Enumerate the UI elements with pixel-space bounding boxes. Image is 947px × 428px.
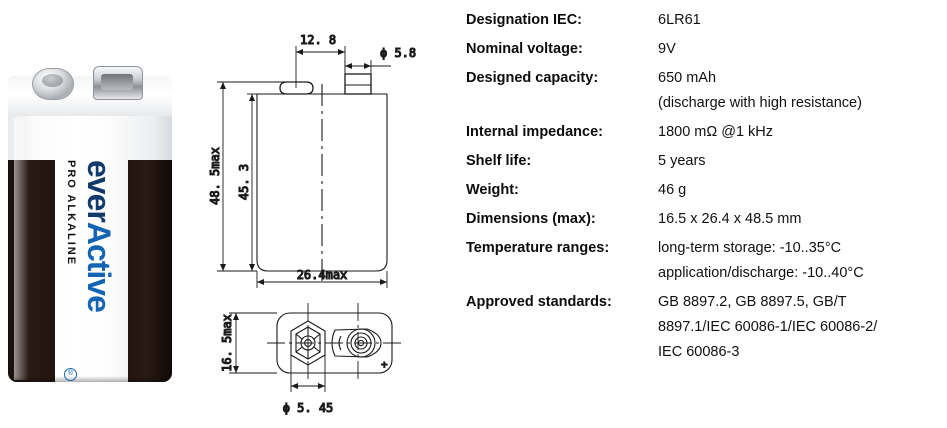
dimension-body-width [256,271,388,288]
spec-label: Designed capacity: [466,70,599,86]
spec-row-dimensions: Dimensions (max): 16.5 x 26.4 x 48.5 mm [466,207,947,232]
spec-row-designed-capacity-note: (discharge with high resistance) [466,91,947,116]
battery-body: everActive PRO ALKALINE ® [8,76,172,382]
front-view-outline [256,93,388,272]
battery-photo: everActive PRO ALKALINE ® [8,66,172,382]
brand-subtitle: PRO ALKALINE [65,160,77,267]
spec-value-note: (discharge with high resistance) [658,95,862,111]
spec-row-weight: Weight: 46 g [466,178,947,203]
bottom-view-polarity-marker: + [381,358,388,371]
bottom-view-positive-terminal [331,328,382,358]
spec-label: Internal impedance: [466,124,603,140]
dimension-bottom-depth [229,312,277,374]
spec-label: Temperature ranges: [466,240,610,256]
spec-row-approved-standards: Approved standards: GB 8897.2, GB 8897.5… [466,290,947,315]
spec-label: Approved standards: [466,294,612,310]
spec-value-line3: IEC 60086-3 [658,344,740,360]
dimension-bottom-depth-label: 16. 5max [220,314,234,372]
spec-value: 46 g [658,182,687,198]
spec-value: 650 mAh [658,70,717,86]
dimension-terminal-diameter-label: ϕ 5.8 [380,46,416,60]
bottom-view-centerlines [267,303,402,383]
spec-row-designed-capacity: Designed capacity: 650 mAh [466,66,947,91]
battery-bottom-shadow [8,376,172,382]
battery-gloss-highlight [14,118,29,380]
dimension-body-height [247,93,257,272]
spec-value-line2: 8897.1/IEC 60086-1/IEC 60086-2/ [658,319,878,335]
spec-value-line2: application/discharge: -10..40°C [658,265,864,281]
spec-value: 6LR61 [658,12,701,28]
spec-row-designation: Designation IEC: 6LR61 [466,8,947,33]
spec-value: long-term storage: -10..35°C [658,240,842,256]
technical-drawing-svg: 12. 8 ϕ 5.8 48. 5max 45. 3 [207,32,416,415]
spec-value: 1800 mΩ @1 kHz [658,124,774,140]
dimension-terminal-spacing [290,355,326,392]
spec-label: Designation IEC: [466,12,583,28]
dimension-overall-height [217,81,285,272]
registered-trademark-icon: ® [64,368,77,381]
battery-wrapper-dark-right [128,160,172,382]
battery-photo-panel: everActive PRO ALKALINE ® [0,0,200,428]
spec-value: 5 years [658,153,706,169]
spec-row-temperature-ranges-line2: application/discharge: -10..40°C [466,261,947,286]
dimension-body-height-label: 45. 3 [237,164,251,200]
spec-row-approved-standards-line2: 8897.1/IEC 60086-1/IEC 60086-2/ [466,315,947,340]
dimension-terminal-spacing-label: ϕ 5. 45 [283,401,334,415]
dimension-top-width-label: 12. 8 [300,33,336,47]
dimension-overall-height-label: 48. 5max [208,147,222,205]
brand-wordmark-ever: ever [81,160,117,222]
dimension-body-width-label: 26.4max [297,268,348,282]
spec-row-nominal-voltage: Nominal voltage: 9V [466,37,947,62]
spec-row-internal-impedance: Internal impedance: 1800 mΩ @1 kHz [466,120,947,145]
battery-positive-snap-terminal [93,66,143,100]
spec-row-shelf-life: Shelf life: 5 years [466,149,947,174]
spec-label: Shelf life: [466,153,532,169]
spec-label: Nominal voltage: [466,41,583,57]
spec-row-approved-standards-line3: IEC 60086-3 [466,340,947,365]
battery-negative-snap-terminal [32,68,74,100]
front-view-negative-terminal [279,81,314,95]
brand-wordmark: everActive [79,160,119,382]
spec-value: GB 8897.2, GB 8897.5, GB/T [658,294,847,310]
brand-wordmark-active: Active [81,221,117,312]
spec-label: Weight: [466,182,519,198]
spec-label: Dimensions (max): [466,211,596,227]
bottom-view-negative-terminal [290,320,326,366]
battery-branding: everActive PRO ALKALINE [55,160,128,382]
spec-value: 16.5 x 26.4 x 48.5 mm [658,211,802,227]
spec-row-temperature-ranges: Temperature ranges: long-term storage: -… [466,236,947,261]
specification-table: Designation IEC: 6LR61 Nominal voltage: … [466,8,947,369]
dimension-terminal-diameter [344,60,391,74]
spec-value: 9V [658,41,676,57]
front-view-positive-terminal [344,73,372,95]
technical-drawing: 12. 8 ϕ 5.8 48. 5max 45. 3 [195,0,450,428]
